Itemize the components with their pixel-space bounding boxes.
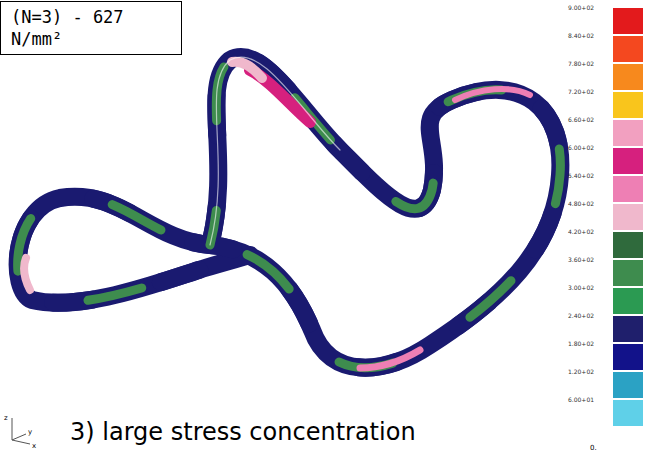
legend-value: 7.80+02 (568, 60, 594, 68)
legend-value: 4.80+02 (568, 200, 594, 208)
legend-row: 3.60+02 (568, 256, 649, 282)
legend-row: 8.40+02 (568, 32, 649, 58)
legend-swatch (613, 260, 643, 286)
axis-label: y (28, 428, 32, 436)
legend-row: 1.20+02 (568, 368, 649, 394)
legend-swatch (613, 148, 643, 174)
legend-row: 7.20+02 (568, 88, 649, 114)
legend-value: 0. (590, 444, 597, 452)
legend-swatch (613, 344, 643, 370)
legend-row: 9.00+02 (568, 4, 649, 30)
legend-row: 6.00+02 (568, 144, 649, 170)
legend-swatch (613, 288, 643, 314)
legend-value: 1.20+02 (568, 368, 594, 376)
legend-row: 7.80+02 (568, 60, 649, 86)
legend-value: 7.20+02 (568, 88, 594, 96)
legend-swatch (613, 400, 643, 426)
legend-value: 9.00+02 (568, 4, 594, 12)
legend-swatch (613, 120, 643, 146)
legend-row: 3.00+02 (568, 284, 649, 310)
legend-swatch (613, 64, 643, 90)
legend-value: 6.60+02 (568, 116, 594, 124)
legend-value: 1.80+02 (568, 340, 594, 348)
legend-swatch (613, 92, 643, 118)
legend-swatch (613, 372, 643, 398)
axis-label: z (4, 414, 8, 422)
legend-swatch (613, 232, 643, 258)
legend-row: 2.40+02 (568, 312, 649, 338)
annotation-box: (N=3) - 627 N/mm² (0, 1, 182, 55)
caption-fragment: 3) large stress concentration (70, 418, 416, 446)
legend-row: 4.80+02 (568, 200, 649, 226)
legend-value: 8.40+02 (568, 32, 594, 40)
legend-value: 5.40+02 (568, 172, 594, 180)
axis-label: x (32, 442, 36, 450)
legend-swatch (613, 8, 643, 34)
legend-value: 6.00+02 (568, 144, 594, 152)
legend-row: 1.80+02 (568, 340, 649, 366)
legend-row: 6.00+01 (568, 396, 649, 422)
legend-value: 6.00+01 (568, 396, 594, 404)
legend-value: 2.40+02 (568, 312, 594, 320)
legend-row: 4.20+02 (568, 228, 649, 254)
legend-value: 4.20+02 (568, 228, 594, 236)
legend-swatch (613, 204, 643, 230)
legend-value: 3.00+02 (568, 284, 594, 292)
annotation-text: (N=3) - 627 N/mm² (11, 6, 171, 50)
legend-row: 6.60+02 (568, 116, 649, 142)
legend-swatch (613, 36, 643, 62)
legend-row: 5.40+02 (568, 172, 649, 198)
legend-value: 3.60+02 (568, 256, 594, 264)
legend-swatch (613, 316, 643, 342)
legend-swatch (613, 176, 643, 202)
